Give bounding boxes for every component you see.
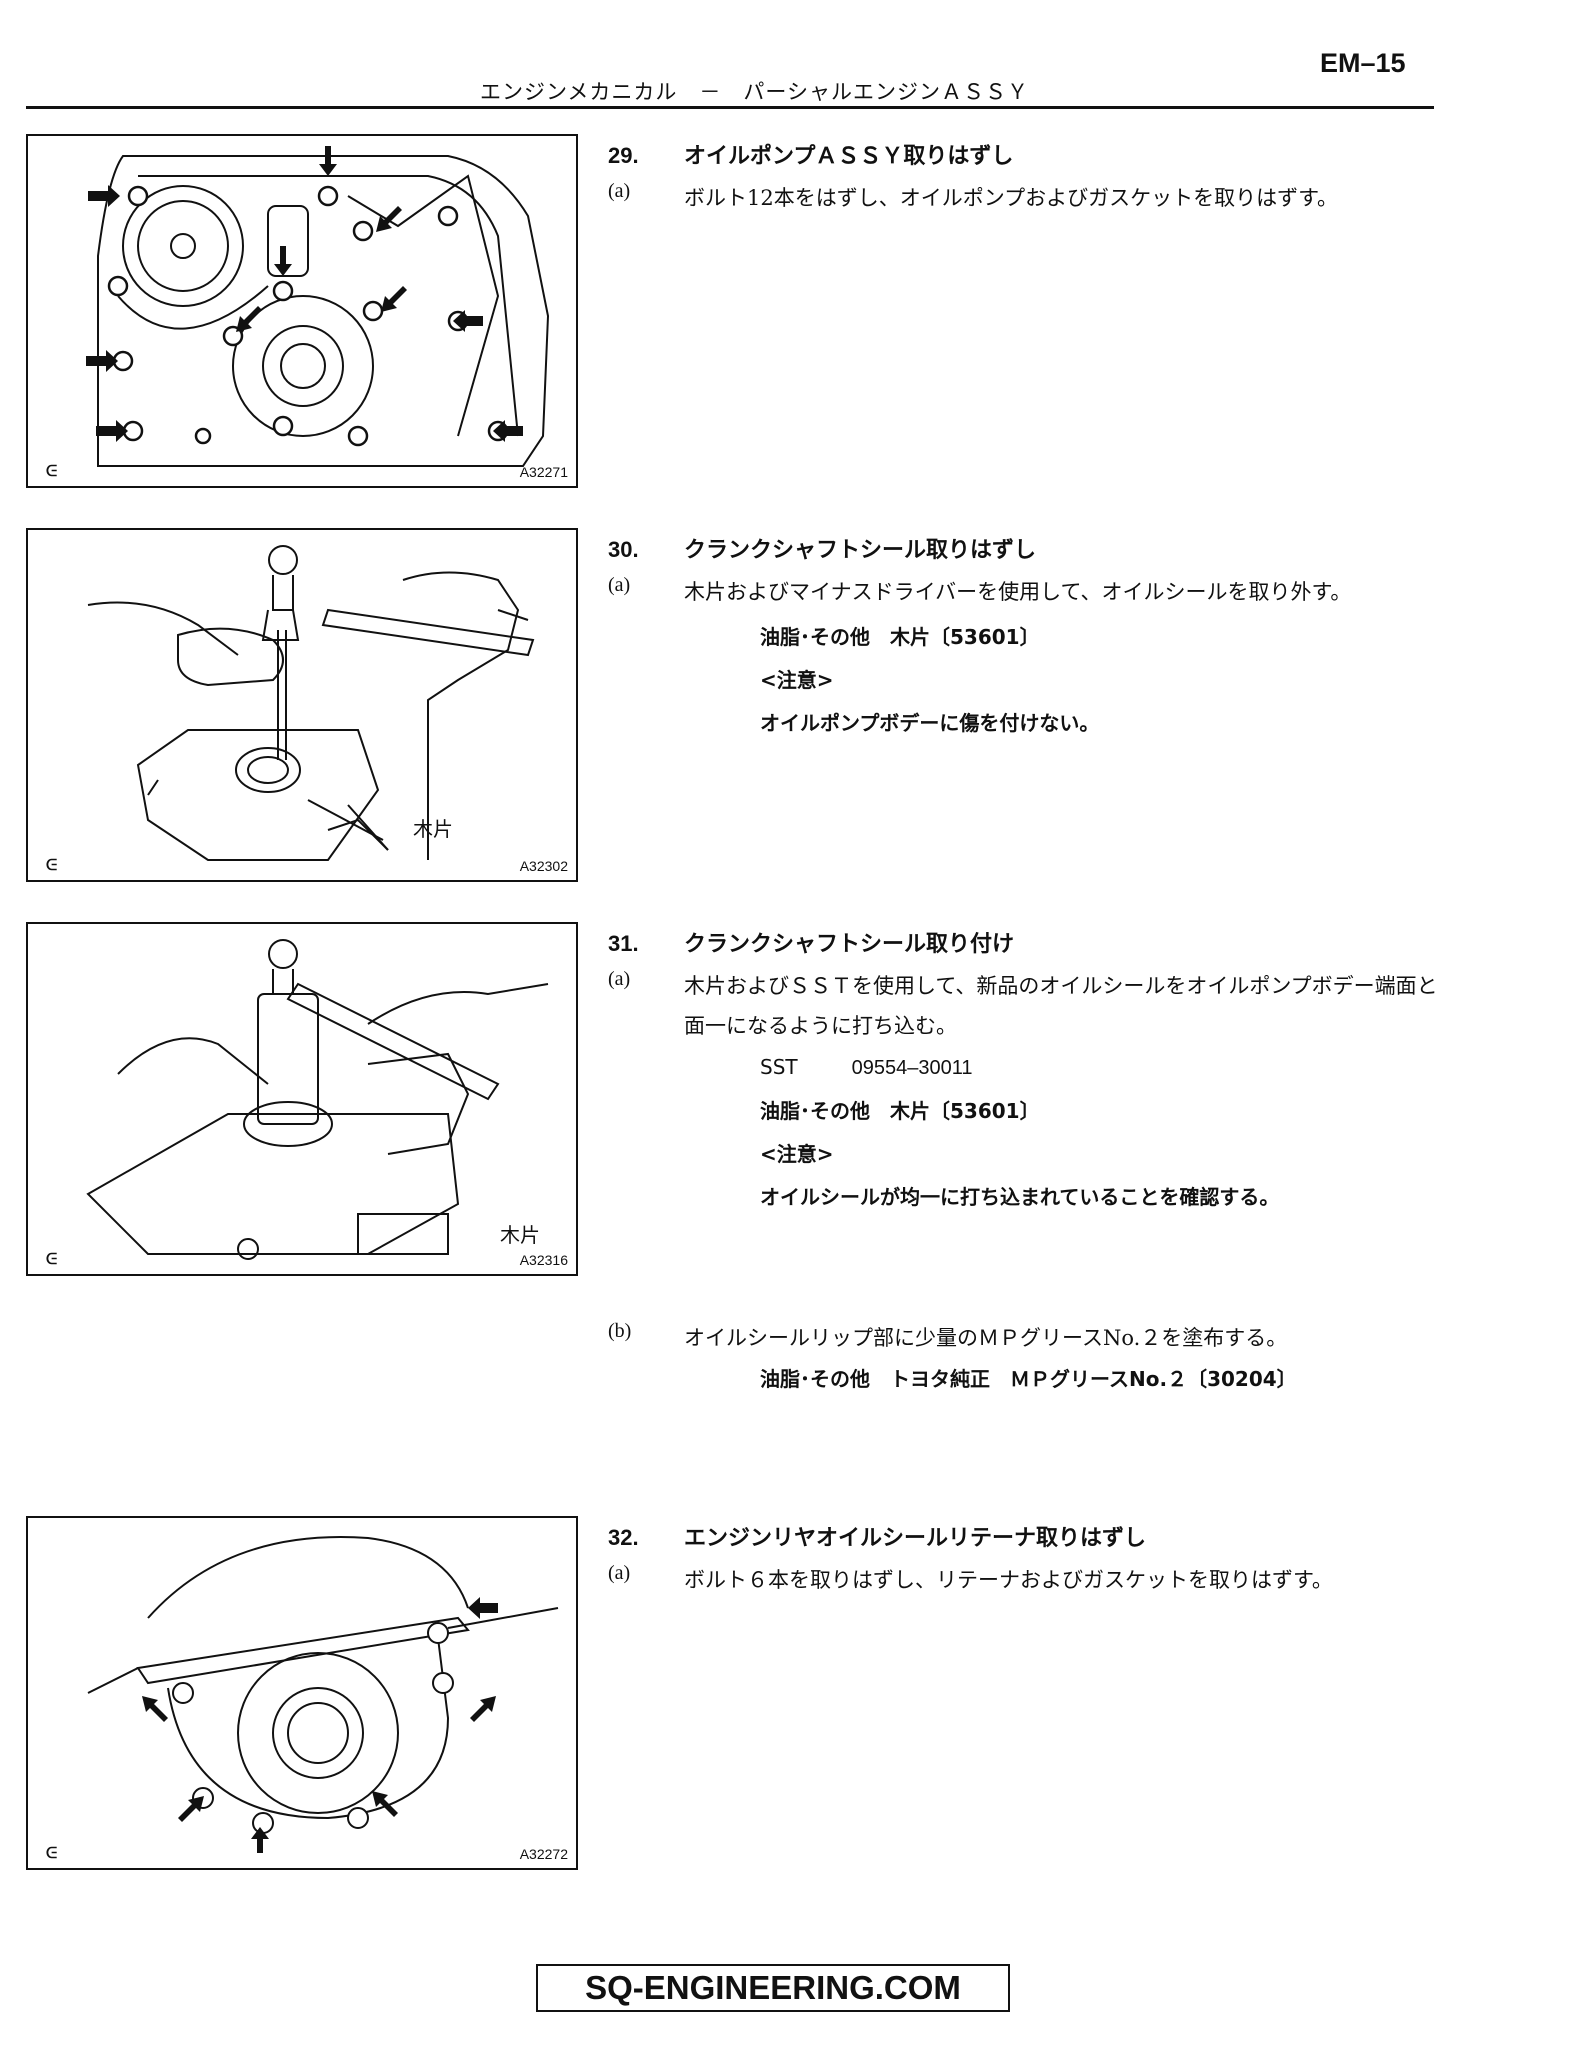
item-letter: (a) <box>608 574 631 596</box>
figure-callout-wood: 木片 <box>413 817 453 841</box>
caution-label: <注意> <box>760 668 834 692</box>
running-title: エンジンメカニカル － パーシャルエンジンＡＳＳＹ <box>480 80 1029 104</box>
step-title: オイルポンプＡＳＳＹ取りはずし <box>684 144 1014 169</box>
grease-spec: 油脂･その他 木片〔53601〕 <box>760 1099 1040 1123</box>
sst-spec: SST 09554–30011 <box>760 1046 1448 1090</box>
step-32: 32. エンジンリヤオイルシールリテーナ取りはずし (a) ボルト６本を取りはずし、… <box>608 1520 1448 1600</box>
illustration-mark-icon: ᕮ <box>46 462 58 480</box>
step-number: 29. <box>608 143 639 168</box>
item-letter: (a) <box>608 968 631 990</box>
seal-removal-illustration <box>87 545 535 861</box>
figure-rear-seal-retainer: ᕮ A32272 <box>26 1516 578 1870</box>
oil-pump-illustration <box>86 146 550 467</box>
footer-watermark: SQ-ENGINEERING.COM <box>536 1964 1010 2012</box>
header-rule <box>26 106 1434 109</box>
item-letter: (a) <box>608 1562 631 1584</box>
step-29: 29. オイルポンプＡＳＳＹ取りはずし (a) ボルト12本をはずし、オイルポンプお… <box>608 138 1448 218</box>
step-number: 30. <box>608 537 639 562</box>
item-text: ボルト12本をはずし、オイルポンプおよびガスケットを取りはずす。 <box>684 186 1338 210</box>
sst-label: SST <box>760 1055 798 1079</box>
figure-seal-install: 木片 ᕮ A32316 <box>26 922 578 1276</box>
figure-id: A32316 <box>519 1252 568 1268</box>
step-title: クランクシャフトシール取り付け <box>684 932 1015 957</box>
item-letter: (b) <box>608 1320 632 1342</box>
grease-spec: 油脂･その他 トヨタ純正 ＭＰグリースNo.２〔30204〕 <box>760 1367 1297 1391</box>
step-number: 31. <box>608 931 639 956</box>
page-code: EM–15 <box>1320 48 1406 78</box>
caution-label: <注意> <box>760 1142 834 1166</box>
caution-text: オイルシールが均一に打ち込まれていることを確認する。 <box>760 1185 1280 1209</box>
sst-value: 09554–30011 <box>851 1057 973 1079</box>
step-number: 32. <box>608 1525 639 1550</box>
step-title: クランクシャフトシール取りはずし <box>684 538 1037 563</box>
seal-install-illustration <box>86 939 549 1260</box>
figure-id: A32302 <box>519 858 568 874</box>
illustration-mark-icon: ᕮ <box>46 1844 58 1862</box>
figure-seal-removal: 木片 ᕮ A32302 <box>26 528 578 882</box>
figure-callout-wood: 木片 <box>500 1223 540 1247</box>
item-letter: (a) <box>608 180 631 202</box>
figure-id: A32272 <box>519 1846 568 1862</box>
step-title: エンジンリヤオイルシールリテーナ取りはずし <box>684 1526 1147 1551</box>
step-31: 31. クランクシャフトシール取り付け (a) 木片およびＳＳＴを使用して、新品のオ… <box>608 926 1448 1219</box>
illustration-mark-icon: ᕮ <box>46 856 58 874</box>
retainer-illustration <box>87 1536 559 1853</box>
caution-text: オイルポンプボデーに傷を付けない。 <box>760 711 1100 735</box>
illustration-mark-icon: ᕮ <box>46 1250 58 1268</box>
step-31-b: (b) オイルシールリップ部に少量のＭＰグリースNo.２を塗布する。 油脂･その他… <box>608 1310 1448 1401</box>
figure-id: A32271 <box>519 464 568 480</box>
item-text: 木片およびマイナスドライバーを使用して、オイルシールを取り外す。 <box>684 580 1352 604</box>
step-30: 30. クランクシャフトシール取りはずし (a) 木片およびマイナスドライバーを使用… <box>608 532 1448 745</box>
item-text: オイルシールリップ部に少量のＭＰグリースNo.２を塗布する。 <box>684 1326 1288 1350</box>
item-text: ボルト６本を取りはずし、リテーナおよびガスケットを取りはずす。 <box>684 1568 1333 1592</box>
item-text: 木片およびＳＳＴを使用して、新品のオイルシールをオイルポンプボデー端面と面一にな… <box>684 974 1438 1038</box>
grease-spec: 油脂･その他 木片〔53601〕 <box>760 625 1040 649</box>
figure-oil-pump-bolts: ᕮ A32271 <box>26 134 578 488</box>
